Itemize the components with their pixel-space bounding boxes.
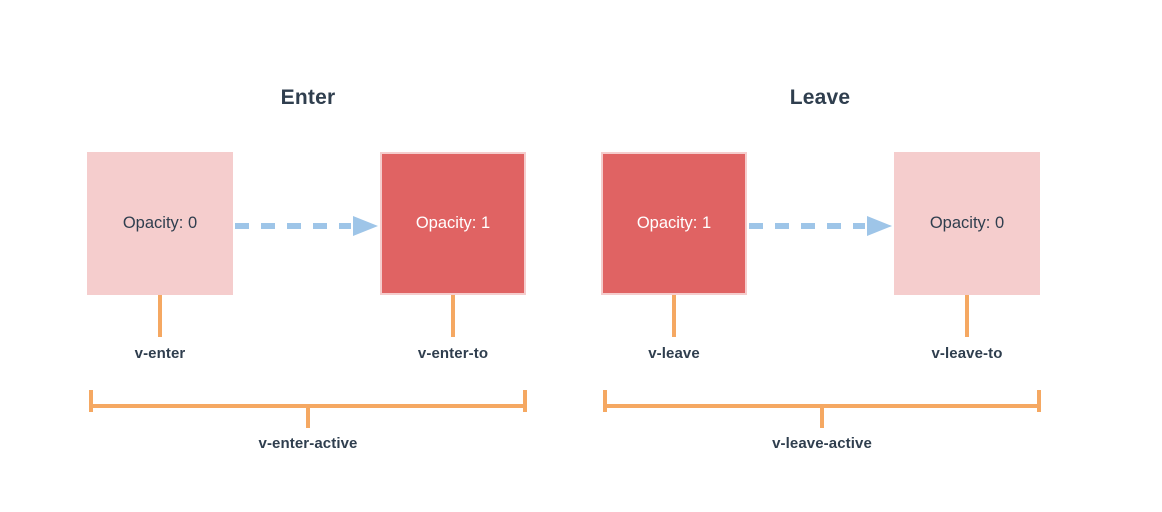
class-label-v-leave: v-leave [648, 345, 700, 362]
tick-v-leave-to [965, 295, 969, 337]
tick-v-leave [672, 295, 676, 337]
bracket-end-left [89, 390, 93, 412]
bracket-label-v-leave-active: v-leave-active [772, 435, 872, 452]
arrow-right-dashed-icon [235, 216, 378, 236]
state-box-v-leave-to: Opacity: 0 [894, 152, 1040, 295]
arrow-right-dashed-icon [749, 216, 892, 236]
state-box-v-enter-to: Opacity: 1 [380, 152, 526, 295]
state-box-text: Opacity: 0 [122, 214, 198, 232]
class-label-v-enter: v-enter [134, 345, 186, 362]
state-box-v-leave: Opacity: 1 [601, 152, 747, 295]
bracket-stem [306, 406, 310, 428]
bracket-v-leave-active [603, 390, 1041, 428]
tick-v-enter-to [451, 295, 455, 337]
tick-v-enter [158, 295, 162, 337]
group-title-enter: Enter [280, 86, 336, 109]
transition-arrow-leave [747, 212, 894, 245]
bracket-stem [820, 406, 824, 428]
state-box-text: Opacity: 1 [415, 214, 491, 232]
state-box-text: Opacity: 0 [929, 214, 1005, 232]
bracket-end-right [523, 390, 527, 412]
bracket-end-right [1037, 390, 1041, 412]
class-label-v-enter-to: v-enter-to [417, 345, 489, 362]
bracket-end-left [603, 390, 607, 412]
bracket-v-enter-active [89, 390, 527, 428]
transition-arrow-enter [233, 212, 380, 245]
state-box-text: Opacity: 1 [636, 214, 712, 232]
state-box-v-enter: Opacity: 0 [87, 152, 233, 295]
class-label-v-leave-to: v-leave-to [931, 345, 1003, 362]
bracket-label-v-enter-active: v-enter-active [258, 435, 358, 452]
group-title-leave: Leave [789, 86, 851, 109]
